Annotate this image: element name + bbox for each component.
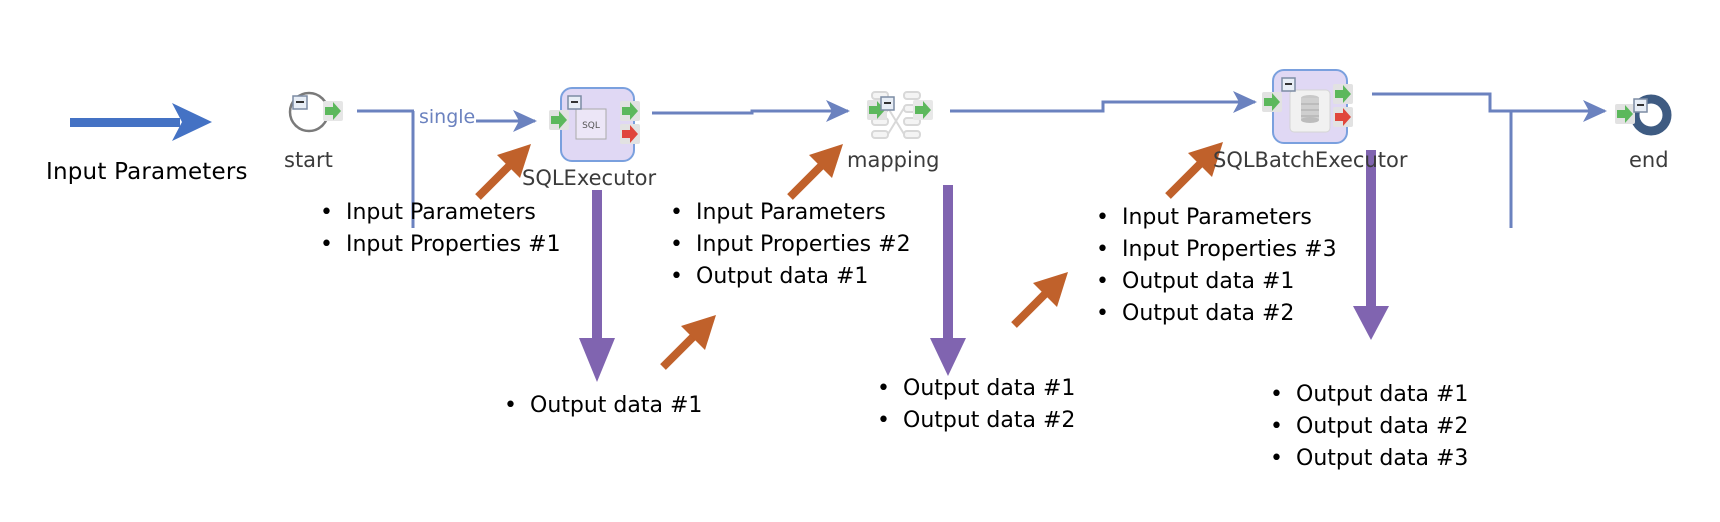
dataflow-arrows xyxy=(475,142,1223,370)
sqlbatchexecutor-node[interactable] xyxy=(1262,69,1353,144)
dataflow-arrow-output1-to-mapping-list xyxy=(660,315,716,370)
error-port-icon xyxy=(1335,108,1351,126)
edge-label-single[interactable]: single xyxy=(418,106,477,128)
input-port-icon xyxy=(1264,93,1280,111)
input-parameters-label: Input Parameters xyxy=(46,159,248,185)
error-port-icon xyxy=(622,125,638,143)
output-arrows xyxy=(579,150,1389,382)
node-label-end: end xyxy=(1629,148,1669,172)
node-label-sqlexecutor: SQLExecutor xyxy=(522,166,657,190)
end-node[interactable] xyxy=(1615,94,1672,136)
dataflow-arrow-to-sqlbatchexecutor xyxy=(1165,142,1223,199)
list-item: Output data #2 xyxy=(1092,298,1337,330)
list-item: Input Properties #3 xyxy=(1092,234,1337,266)
input-port-icon xyxy=(1617,105,1633,123)
output-port-icon xyxy=(915,101,931,119)
input-parameters-arrow xyxy=(70,103,212,141)
success-port-icon xyxy=(1335,85,1351,103)
dataflow-arrow-to-sqlexecutor xyxy=(475,144,531,200)
list-item: Output data #1 xyxy=(1266,379,1468,411)
input-port-icon xyxy=(551,111,567,129)
flow-connector-sqlexecutor-mapping[interactable] xyxy=(652,100,850,122)
output-arrow-sqlexecutor xyxy=(579,190,615,382)
list-item: Output data #1 xyxy=(1092,266,1337,298)
input-list-sqlbatchexecutor: Input Parameters Input Properties #3 Out… xyxy=(1092,202,1337,330)
output-list-mapping: Output data #1 Output data #2 xyxy=(873,373,1075,437)
flow-connector-mapping-sqlbatchexecutor[interactable] xyxy=(950,91,1257,113)
list-item: Output data #1 xyxy=(873,373,1075,405)
output-list-sqlexecutor: Output data #1 xyxy=(500,390,702,422)
node-label-sqlbatchexecutor: SQLBatchExecutor xyxy=(1213,148,1408,172)
list-item: Output data #2 xyxy=(1266,411,1468,443)
list-item: Input Properties #2 xyxy=(666,229,911,261)
success-port-icon xyxy=(622,102,638,120)
sql-icon: SQL xyxy=(582,121,600,131)
mapping-node[interactable] xyxy=(867,91,933,139)
list-item: Output data #2 xyxy=(873,405,1075,437)
node-label-start: start xyxy=(284,148,333,172)
output-list-sqlbatchexecutor: Output data #1 Output data #2 Output dat… xyxy=(1266,379,1468,475)
start-node[interactable] xyxy=(288,91,343,133)
dataflow-arrow-output2-to-batch-list xyxy=(1011,272,1068,328)
node-label-mapping: mapping xyxy=(847,148,940,172)
output-arrow-sqlbatchexecutor xyxy=(1353,150,1389,340)
list-item: Output data #1 xyxy=(500,390,702,422)
dataflow-arrow-to-mapping xyxy=(787,144,843,200)
list-item: Output data #3 xyxy=(1266,443,1468,475)
database-icon xyxy=(1301,95,1319,123)
input-list-sqlexecutor: Input Parameters Input Properties #1 xyxy=(316,197,561,261)
list-item: Input Parameters xyxy=(316,197,561,229)
sqlexecutor-node[interactable]: SQL xyxy=(549,87,640,162)
input-list-mapping: Input Parameters Input Properties #2 Out… xyxy=(666,197,911,293)
output-port-icon xyxy=(325,102,341,120)
list-item: Input Parameters xyxy=(1092,202,1337,234)
list-item: Input Parameters xyxy=(666,197,911,229)
list-item: Output data #1 xyxy=(666,261,911,293)
list-item: Input Properties #1 xyxy=(316,229,561,261)
output-arrow-mapping xyxy=(930,185,966,376)
flow-connector-sqlbatchexecutor-end[interactable] xyxy=(1372,92,1607,228)
